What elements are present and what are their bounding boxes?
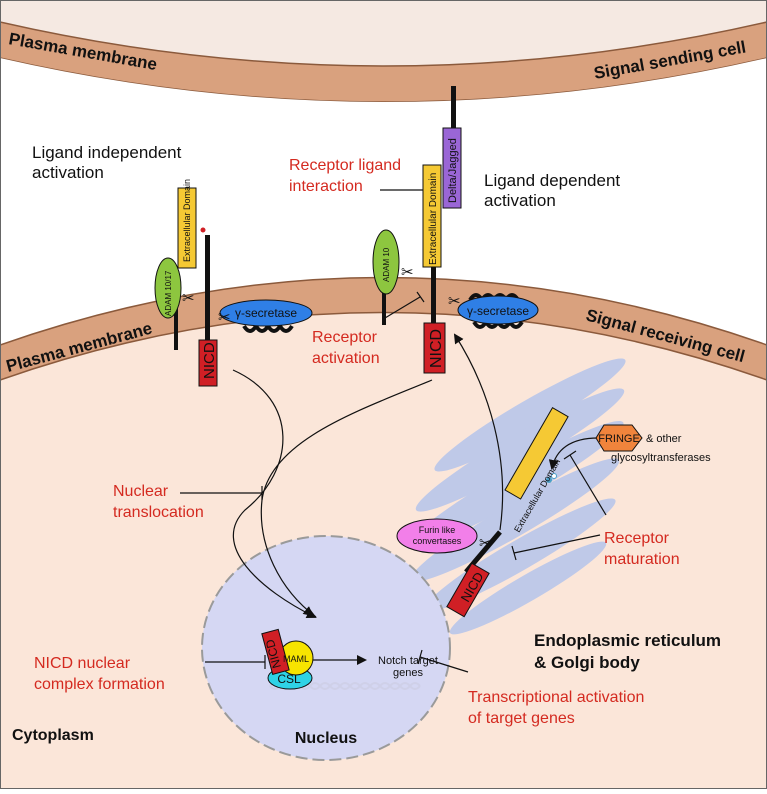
er-golgi-label-line1: Endoplasmic reticulum [534,631,721,650]
ligand-label: Delta/Jagged [447,138,459,203]
fringe-to-receptor-arrow [548,437,599,470]
signal-sending-cell [0,0,767,66]
left-notch-receptor [177,187,218,387]
nuclear-nicd-box [261,628,290,675]
nuclear-translocation-arrow [232,369,317,618]
top-plasma-membrane [0,21,767,103]
nicd-complex-formation-line1: NICD nuclear [34,655,131,672]
complex-formation-inhibitor [205,655,266,669]
ligand-independent-heading-line1: Ligand independent [32,143,182,162]
notch-target-genes-line2: genes [393,667,423,679]
delta-jagged-ligand [442,86,462,209]
nucleus-label: Nucleus [295,730,357,747]
nicd-nuclear-complex [261,628,314,690]
right-extracellular-box [422,164,442,268]
maml-label: MAML [283,654,309,664]
right-notch-receptor [422,164,446,374]
left-gamma-secretase [219,299,313,333]
cytoplasm-label: Cytoplasm [12,727,94,744]
er-golgi-label-line2: & Golgi body [534,653,640,672]
receptor-activation-line2: activation [312,350,380,367]
right-gamma-secretase [457,293,539,329]
maturation-to-membrane-arrow [453,333,504,531]
furin-label-line1: Furin like [419,525,456,535]
right-adam-scissors-icon: ✂ [401,264,414,281]
receptor-activation-inhibitor [384,291,425,319]
fringe-maturation-inhibitor [563,450,607,516]
bottom-plasma-membrane [0,276,767,381]
nucleus-envelope [201,535,451,761]
nicd-complex-formation-line2: complex formation [34,676,165,693]
left-extracellular-box [177,187,197,269]
fringe-label: FRINGE [598,433,640,445]
ligand-dependent-heading-line1: Ligand dependent [484,171,620,190]
nuclear-translocation-line1: Nuclear [113,483,169,500]
left-adam-label: ADAM 10/17 [164,270,173,316]
fringe-enzyme [595,424,643,452]
ligand-dependent-heading-line2: activation [484,191,556,210]
transcriptional-activation-line1: Transcriptional activation [468,689,644,706]
right-nicd-box [423,322,446,374]
nuclear-translocation-line2: translocation [113,504,204,521]
left-nicd-box [198,339,218,387]
extracellular-space [0,58,767,345]
right-adam-protease [372,229,400,325]
left-adam-scissors-icon: ✂ [182,290,195,307]
right-nicd-label: NICD [428,329,445,368]
ligand-independent-heading-line2: activation [32,163,104,182]
transcriptional-activation-line2: of target genes [468,710,575,727]
furin-convertase [396,518,478,554]
receptor-ligand-interaction-line1: Receptor ligand [289,157,401,174]
left-nicd-label: NICD [201,342,218,379]
nicd-release-arrow [260,379,433,618]
notch-target-genes-line1: Notch target [378,655,438,667]
receptor-activation-line1: Receptor [312,329,378,346]
furin-label-line2: convertases [413,536,462,546]
right-adam-label: ADAM 10 [382,247,391,282]
right-gamma-scissors-icon: ✂ [448,293,461,310]
receptor-maturation-line2: maturation [604,551,680,568]
right-gamma-secretase-label: γ-secretase [467,304,529,318]
fringe-rest-line1: & other [646,433,682,445]
golgi-notch-receptor [446,407,569,618]
right-extracellular-label: Extracellular Domain [428,173,439,265]
left-extracellular-label: Extracellular Domain [182,179,192,262]
transcription-inhibitor [417,649,469,673]
left-adam-protease [154,257,182,350]
golgi-scissors-icon: ✂ [479,535,492,552]
left-gamma-scissors-icon: ✂ [218,309,231,326]
receptor-maturation-inhibitor [511,534,601,561]
ligand-box [442,127,462,209]
receptor-ligand-interaction-line2: interaction [289,178,363,195]
receptor-maturation-line1: Receptor [604,530,670,547]
left-gamma-secretase-label: γ-secretase [235,306,297,320]
csl-label: CSL [277,672,301,686]
fringe-rest-line2: glycosyltransferases [611,452,711,464]
